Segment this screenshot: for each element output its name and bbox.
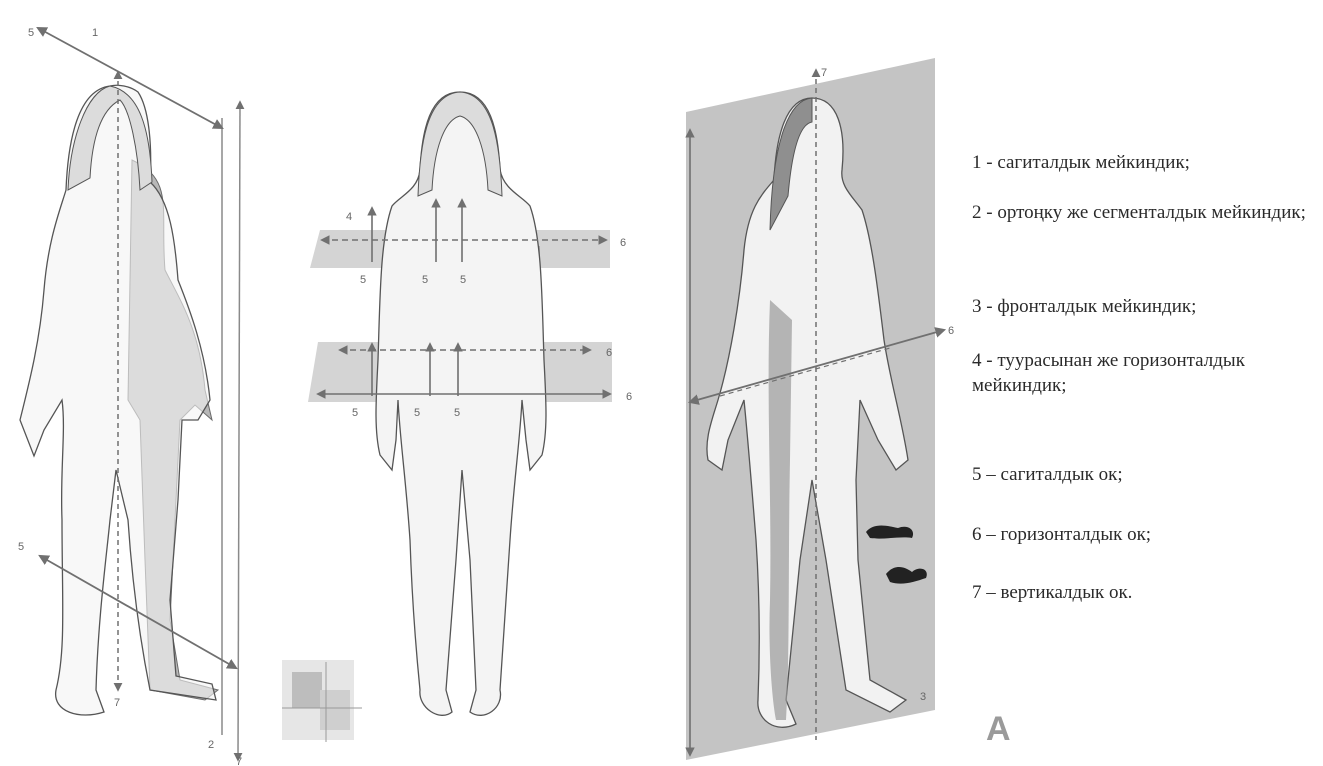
figure-frontal-plane: 7 6 3 <box>686 58 954 760</box>
fig3-label-6: 6 <box>948 325 954 337</box>
fig1-label-5-lower: 5 <box>18 541 24 553</box>
legend-item-5: 5 – сагиталдык ок; <box>972 462 1317 487</box>
fig1-label-2: 2 <box>208 739 214 751</box>
fig1-label-7-edge: 7 <box>236 756 242 766</box>
legend-item-1: 1 - сагиталдык мейкиндик; <box>972 150 1317 175</box>
fig1-label-7-bottom: 7 <box>114 697 120 709</box>
fig2-label-5-upper-b: 5 <box>422 274 428 286</box>
legend-item-4: 4 - туурасынан же горизонталдык мейкинди… <box>972 348 1317 398</box>
fig2-label-6-lower-b: 6 <box>626 391 632 403</box>
figure-horizontal-planes: 4 6 5 5 5 6 6 5 5 5 <box>308 92 632 715</box>
fig2-label-5-upper-a: 5 <box>360 274 366 286</box>
legend-item-2: 2 - ортоңку же сегменталдык мейкиндик; <box>972 200 1317 225</box>
ink-blot-1 <box>866 526 913 539</box>
vertical-axis-arrow <box>238 102 240 760</box>
fig2-label-5-lower-a: 5 <box>352 407 358 419</box>
fig2-label-5-lower-b: 5 <box>414 407 420 419</box>
legend-item-3: 3 - фронталдык мейкиндик; <box>972 294 1317 319</box>
plate-letter: A <box>986 712 1011 746</box>
fig2-label-5-upper-c: 5 <box>460 274 466 286</box>
fig2-label-6-lower-a: 6 <box>606 347 612 359</box>
fig3-label-7: 7 <box>821 67 827 79</box>
fig1-label-5-top: 5 <box>28 27 34 39</box>
body-outline-front <box>376 92 546 715</box>
fig2-label-5-lower-c: 5 <box>454 407 460 419</box>
fig1-label-1: 1 <box>92 27 98 39</box>
fig2-label-4: 4 <box>346 211 352 223</box>
planes-orientation-icon <box>282 660 362 742</box>
figure-sagittal-plane: 1 5 5 7 2 7 <box>18 27 242 766</box>
fig3-label-3: 3 <box>920 691 926 703</box>
legend-item-6: 6 – горизонталдык ок; <box>972 522 1317 547</box>
legend-item-7: 7 – вертикалдык ок. <box>972 580 1317 605</box>
fig2-label-6-upper: 6 <box>620 237 626 249</box>
